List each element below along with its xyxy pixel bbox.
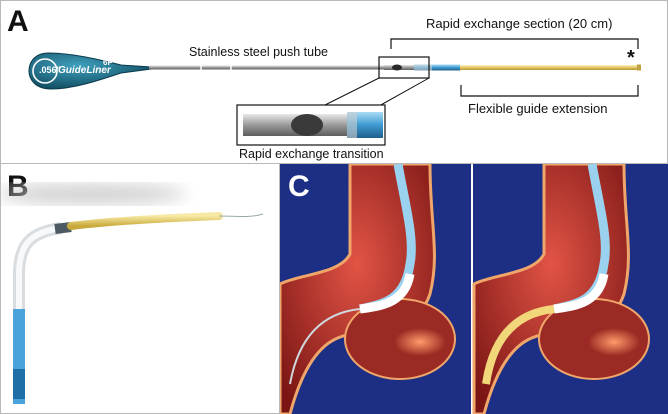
handle-brand-text: GuideLiner [58,65,111,76]
tip-marker: * [627,47,635,69]
extension-bracket [460,85,639,97]
guideliner-device-illustration [28,38,641,146]
panel-label-c: C [288,170,310,203]
transition-inset [236,104,386,146]
size-ring-icon [32,58,58,84]
panel-b: B [0,164,280,414]
bent-catheter-photo [1,184,264,404]
guide-extension-label: Flexible guide extension [468,101,608,116]
zoom-source-box [378,56,430,79]
panel-a: A [0,0,668,164]
collar [414,64,460,71]
view-right [472,164,650,414]
panel-c: C [280,164,668,414]
panel-label-a: A [7,5,29,38]
guide-extension [460,65,640,70]
push-tube [149,65,384,70]
handle-size-text: .056" [39,65,61,75]
coronary-anatomy-illustration [280,164,650,414]
rapid-section-bracket [390,38,639,49]
handle-french-text: 6F [103,58,113,67]
rapid-section-label: Rapid exchange section (20 cm) [426,16,613,31]
catheter-body [13,222,62,404]
handle [28,52,152,90]
transition-label: Rapid exchange transition [239,147,384,161]
extension-segment [67,212,223,230]
view-left [280,164,456,414]
push-tube-label: Stainless steel push tube [189,45,328,59]
